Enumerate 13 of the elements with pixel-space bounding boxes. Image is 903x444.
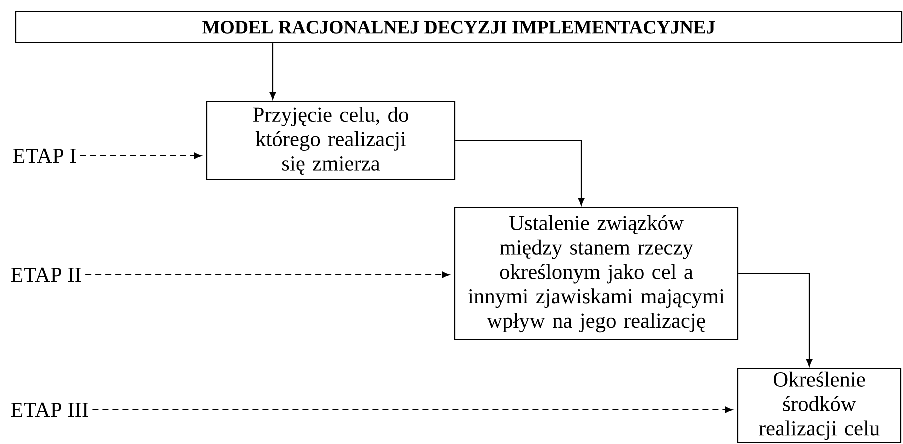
arrow (270, 44, 276, 100)
stage-label: ETAP III (11, 402, 88, 418)
dashed-arrow (86, 272, 450, 278)
process-box: Określenie środków realizacji celu (737, 368, 902, 444)
process-box: Ustalenie związków między stanem rzeczy określonym jako cel a innymi zjawiskami mającymi wpływ na jego realizację (454, 207, 739, 341)
dashed-arrow (80, 152, 202, 160)
arrow (738, 273, 813, 367)
title-box: MODEL RACJONALNEJ DECYZJI IMPLEMENTACYJNEJ (15, 11, 903, 44)
stage-label: ETAP I (13, 148, 76, 164)
dashed-arrow (92, 406, 733, 414)
arrow (456, 140, 585, 206)
stage-label: ETAP II (11, 268, 82, 282)
process-box: Przyjęcie celu, do którego realizacji się zmierza (206, 101, 456, 181)
